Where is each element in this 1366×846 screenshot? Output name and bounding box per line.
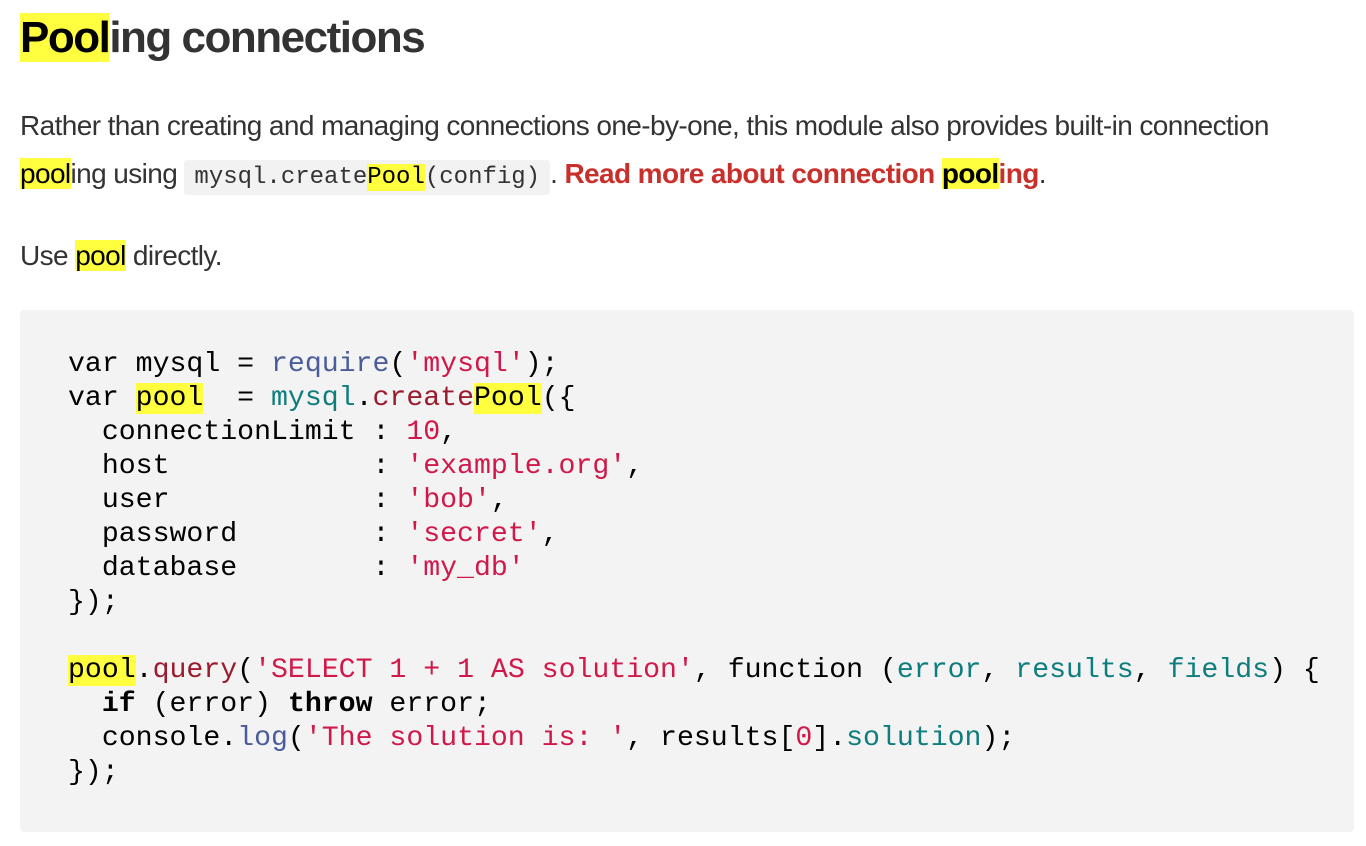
code-token: , results[ xyxy=(626,723,796,754)
code-token: 'SELECT 1 + 1 AS solution' xyxy=(254,655,694,686)
code-listing: var mysql = require('mysql');var pool = … xyxy=(68,348,1354,790)
search-highlight: Pool xyxy=(367,164,425,191)
code-token: ( xyxy=(237,655,255,686)
code-token: 'secret' xyxy=(406,519,542,550)
code-token: ); xyxy=(981,723,1016,754)
code-token: host : xyxy=(68,451,407,482)
usage-text: directly. xyxy=(125,240,223,271)
code-token: log xyxy=(237,723,288,754)
search-highlight: pool xyxy=(135,383,204,414)
code-token: , xyxy=(440,417,458,448)
code-token: 'bob' xyxy=(406,485,491,516)
code-token: ); xyxy=(524,349,559,380)
code-line: host : 'example.org', xyxy=(68,450,1354,484)
code-token: user : xyxy=(68,485,407,516)
code-token: results xyxy=(1015,655,1134,686)
code-token: }); xyxy=(68,757,119,788)
search-highlight: Pool xyxy=(20,13,111,62)
code-line: connectionLimit : 10, xyxy=(68,416,1354,450)
search-highlight: pool xyxy=(75,240,126,271)
intro-paragraph: Rather than creating and managing connec… xyxy=(20,102,1350,202)
code-token: 10 xyxy=(406,417,441,448)
code-token: , function ( xyxy=(693,655,897,686)
code-token: , xyxy=(626,451,644,482)
code-token: throw xyxy=(287,689,373,720)
inline-code-create-pool: mysql.createPool(config) xyxy=(184,160,551,195)
code-token: , xyxy=(490,485,508,516)
code-token: create xyxy=(372,383,475,414)
search-highlight: Pool xyxy=(474,383,542,414)
code-token: connectionLimit : xyxy=(68,417,407,448)
code-token: console. xyxy=(68,723,238,754)
search-highlight: pool xyxy=(68,655,136,686)
read-more-pooling-link[interactable]: Read more about connection pooling xyxy=(564,158,1040,189)
link-text: ing xyxy=(998,158,1040,189)
code-token: solution xyxy=(846,723,982,754)
intro-text: . xyxy=(1038,158,1047,189)
code-token: fields xyxy=(1167,655,1270,686)
intro-text: . xyxy=(550,158,565,189)
intro-text: ing using xyxy=(70,158,185,189)
title-text: ing connections xyxy=(109,13,425,62)
code-line: user : 'bob', xyxy=(68,484,1354,518)
code-text: (config) xyxy=(424,164,541,191)
code-token: 'The solution is: ' xyxy=(304,723,627,754)
code-token: , xyxy=(541,519,559,550)
code-token: (error) xyxy=(135,689,288,720)
code-token: 'example.org' xyxy=(406,451,627,482)
code-line: database : 'my_db' xyxy=(68,552,1354,586)
code-line: }); xyxy=(68,586,1354,620)
code-text: mysql.create xyxy=(194,164,368,191)
link-text: Read more about connection xyxy=(564,158,942,189)
code-token: . xyxy=(135,655,153,686)
code-line: if (error) throw error; xyxy=(68,688,1354,722)
code-token: password : xyxy=(68,519,407,550)
code-token: ( xyxy=(389,349,407,380)
intro-text: Rather than creating and managing connec… xyxy=(20,110,1269,141)
code-line: console.log('The solution is: ', results… xyxy=(68,722,1354,756)
code-line: var mysql = require('mysql'); xyxy=(68,348,1354,382)
code-token: }); xyxy=(68,587,119,618)
code-token: database : xyxy=(68,553,407,584)
page-title: Pooling connections xyxy=(20,8,426,68)
code-token xyxy=(68,689,102,720)
code-token: , xyxy=(981,655,1016,686)
search-highlight: pool xyxy=(20,158,71,189)
code-token: 'mysql' xyxy=(406,349,525,380)
code-token: ({ xyxy=(541,383,576,414)
code-token: query xyxy=(152,655,238,686)
code-block: var mysql = require('mysql');var pool = … xyxy=(20,310,1354,832)
code-line-blank xyxy=(68,620,1354,654)
code-token: require xyxy=(270,349,390,380)
code-token: error; xyxy=(372,689,491,720)
code-token: var xyxy=(68,383,136,414)
code-token: 'my_db' xyxy=(406,553,525,584)
code-token: error xyxy=(896,655,982,686)
code-token: , xyxy=(1133,655,1168,686)
code-token: ]. xyxy=(812,723,847,754)
code-token: 0 xyxy=(795,723,813,754)
code-token: mysql xyxy=(271,383,356,414)
code-line: var pool = mysql.createPool({ xyxy=(68,382,1354,416)
code-line: password : 'secret', xyxy=(68,518,1354,552)
code-token: if xyxy=(101,689,136,720)
code-token: = xyxy=(203,383,272,414)
code-line: }); xyxy=(68,756,1354,790)
usage-text: Use xyxy=(20,240,76,271)
usage-paragraph: Use pool directly. xyxy=(20,232,223,280)
code-token: ) { xyxy=(1269,655,1320,686)
code-line: pool.query('SELECT 1 + 1 AS solution', f… xyxy=(68,654,1354,688)
code-token: ( xyxy=(287,723,305,754)
code-token: . xyxy=(355,383,373,414)
code-token: var mysql = xyxy=(68,349,271,380)
search-highlight: pool xyxy=(941,158,999,189)
